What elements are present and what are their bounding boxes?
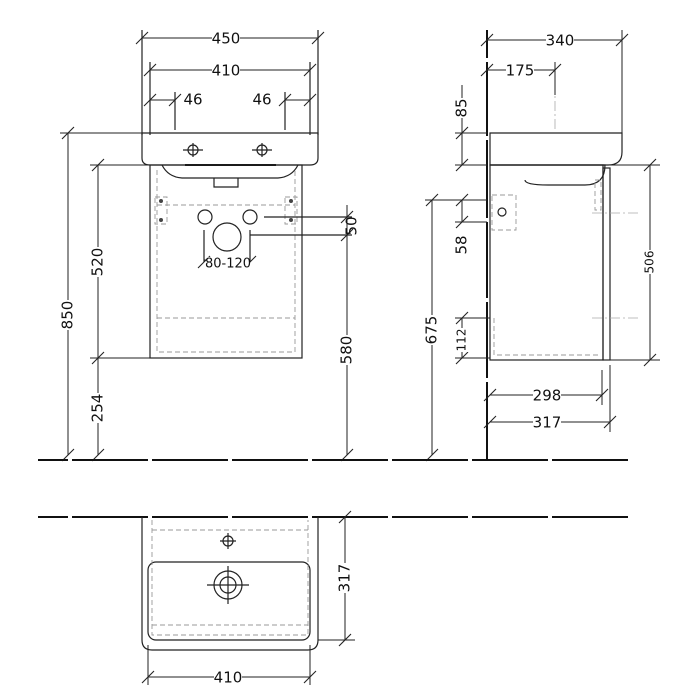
dim-850: 850 [59, 301, 77, 330]
basin-top-outer [141, 517, 319, 651]
dim-410-top: 410 [214, 669, 243, 687]
dim-298: 298 [533, 387, 562, 405]
dim-80-120: 80-120 [205, 257, 251, 272]
basin-side [489, 132, 623, 166]
dim-580: 580 [338, 336, 356, 365]
dim-410: 410 [212, 62, 241, 80]
dim-450: 450 [212, 30, 241, 48]
dim-50: 50 [343, 216, 361, 235]
dim-317-side: 317 [533, 414, 562, 432]
drain-top [207, 566, 249, 604]
cabinet-side [489, 164, 604, 361]
dim-254: 254 [89, 394, 107, 423]
dim-46-left: 46 [183, 91, 202, 109]
dim-58: 58 [453, 235, 471, 254]
dim-520: 520 [89, 248, 107, 277]
front-view: 450 410 46 46 850 520 254 580 50 80-120 [59, 30, 361, 462]
tap-hole-left [183, 143, 203, 157]
pipe-hole-right [242, 209, 258, 225]
side-view: 340 175 85 58 675 112 506 298 317 [423, 30, 660, 462]
basin-bowl [147, 561, 311, 641]
dim-46-right: 46 [252, 91, 271, 109]
basin-front [141, 132, 319, 166]
tap-hole-top [220, 533, 236, 549]
drain-hole [212, 222, 242, 252]
dim-340: 340 [546, 32, 575, 50]
cabinet-front [149, 164, 303, 359]
tap-hole-right [252, 143, 272, 157]
dim-112: 112 [455, 329, 469, 352]
dim-317-top: 317 [336, 564, 354, 593]
top-view: 317 410 [38, 510, 628, 687]
dim-85: 85 [453, 98, 471, 117]
dim-675: 675 [423, 316, 441, 345]
pipe-hole-left [197, 209, 213, 225]
dim-175: 175 [506, 62, 535, 80]
dim-506: 506 [643, 251, 657, 274]
